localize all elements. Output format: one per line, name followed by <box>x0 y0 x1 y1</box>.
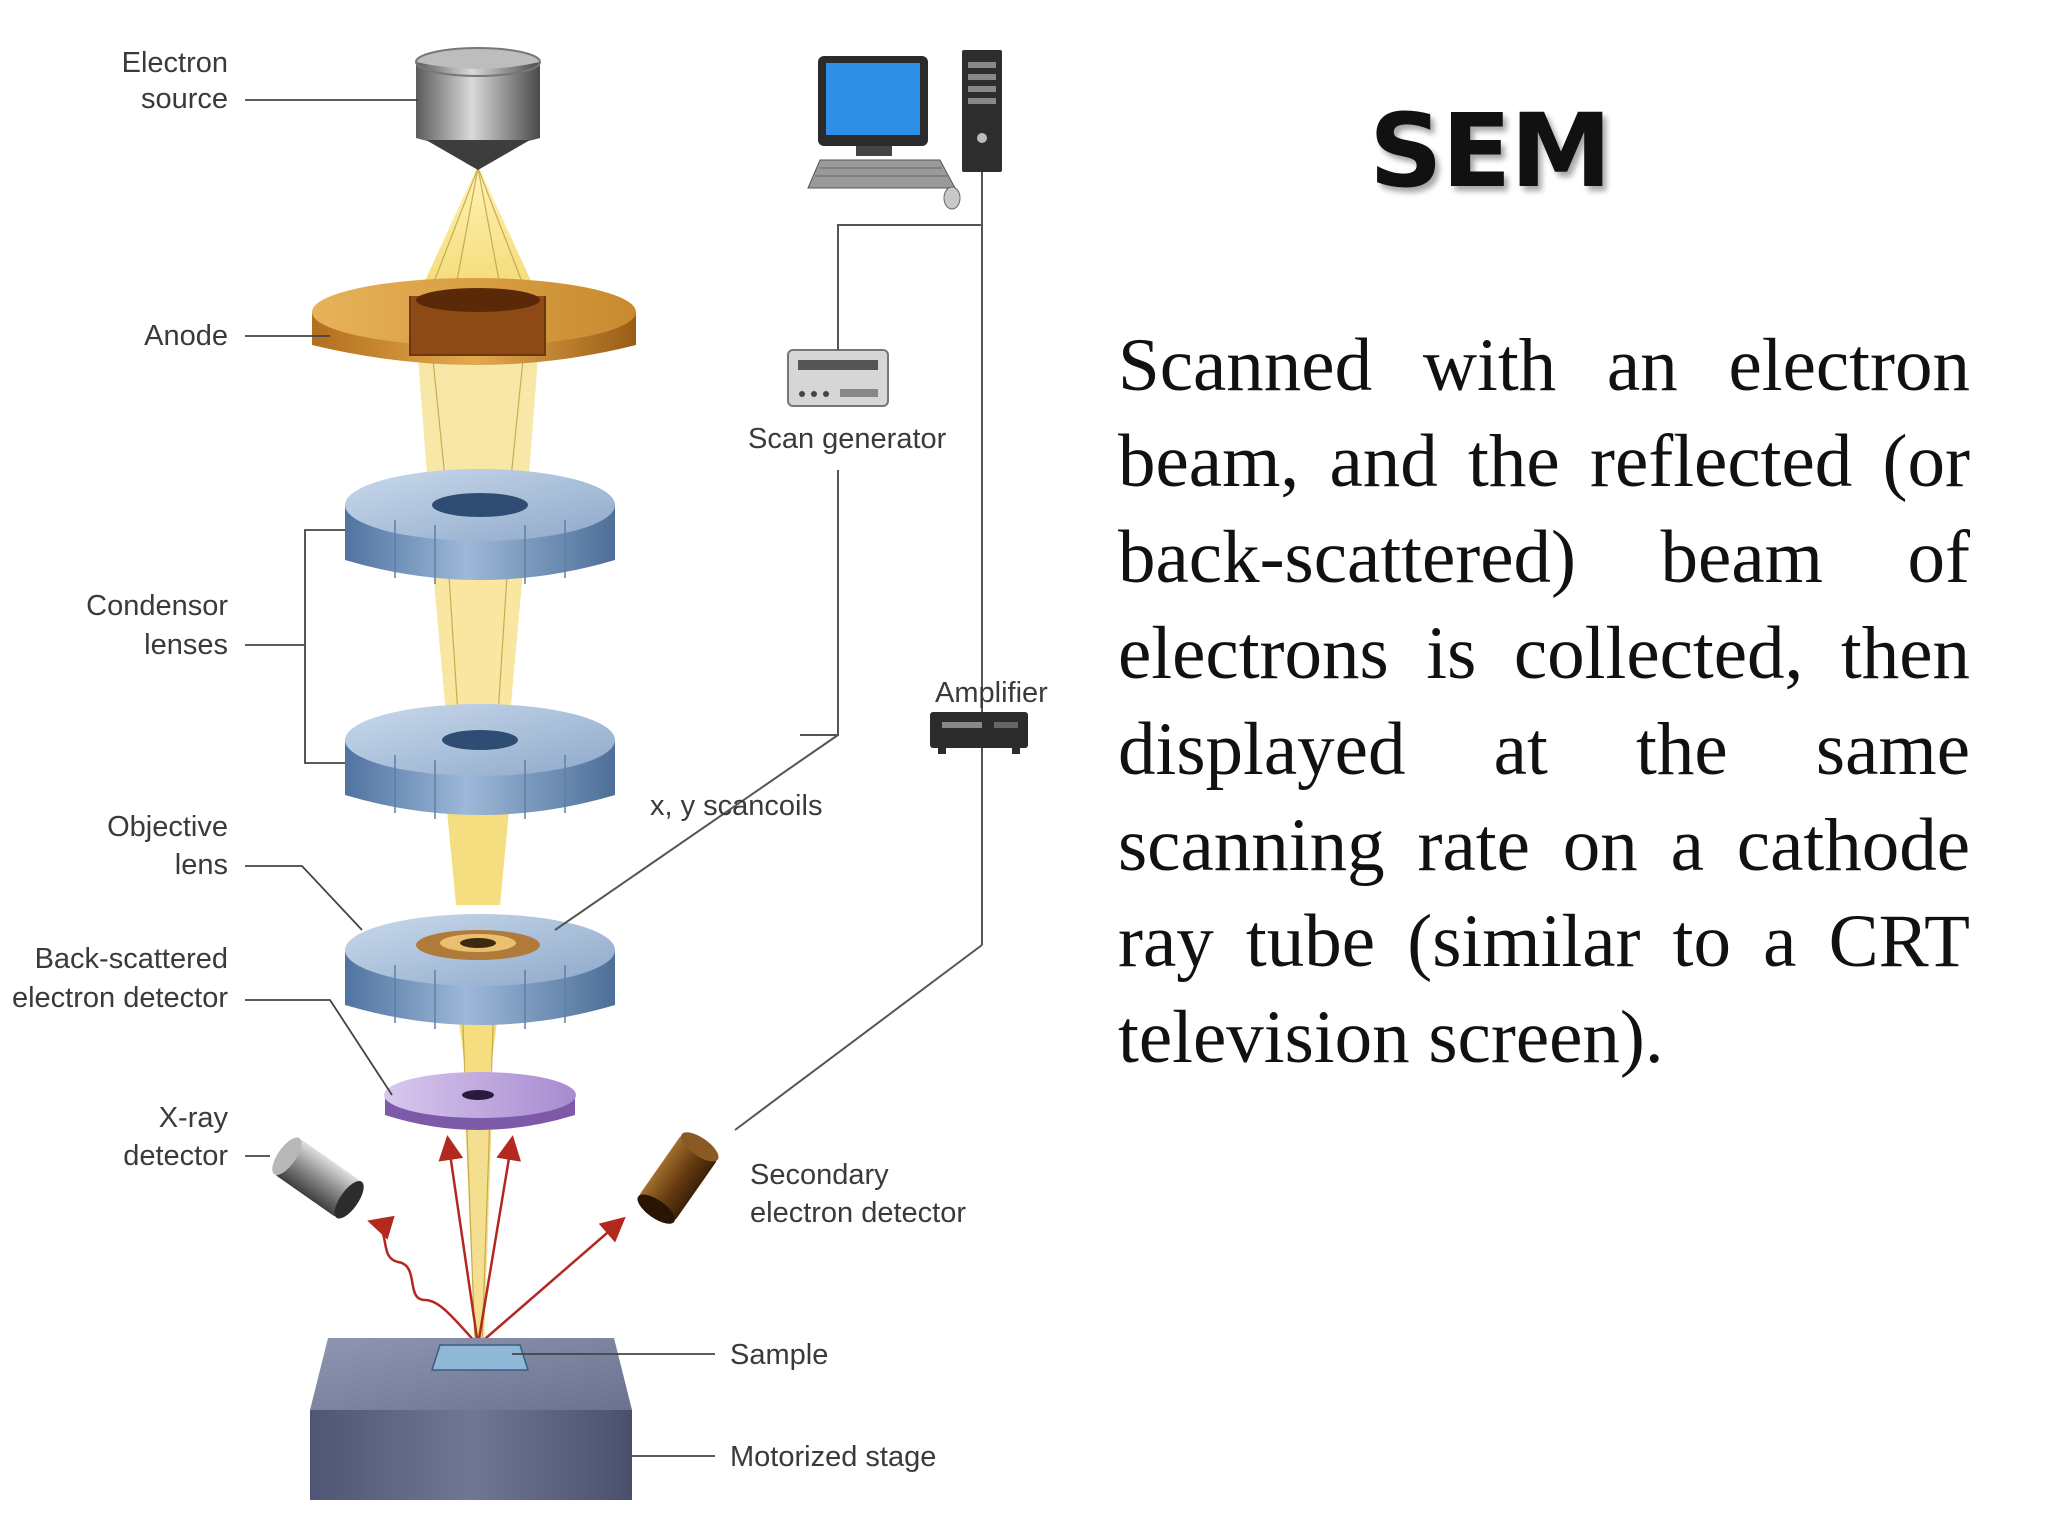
label-amplifier: Amplifier <box>935 677 1048 709</box>
label-motorized-stage: Motorized stage <box>730 1441 936 1473</box>
electron-source-icon <box>415 47 541 170</box>
xray-detector-icon <box>272 1137 364 1219</box>
label-objective-2: lens <box>175 849 228 881</box>
motorized-stage-icon <box>310 1338 632 1500</box>
sample-icon <box>430 1344 530 1371</box>
scan-generator-icon <box>787 349 889 407</box>
condenser-lens-lower-icon <box>345 704 615 819</box>
slide-description: Scanned with an electron beam, and the r… <box>1118 324 1970 1079</box>
backscatter-detector-icon <box>384 1072 576 1130</box>
computer-icon <box>807 50 1002 210</box>
label-backscatter-2: electron detector <box>12 982 228 1014</box>
signal-wires <box>554 172 983 1131</box>
label-xray-2: detector <box>123 1140 228 1172</box>
label-sample: Sample <box>730 1339 828 1371</box>
label-electron-source-2: source <box>141 83 228 115</box>
scancoils-icon <box>416 930 540 960</box>
label-condensor-1: Condensor <box>86 590 228 622</box>
label-secondary-2: electron detector <box>750 1197 966 1229</box>
label-scan-generator: Scan generator <box>748 423 947 455</box>
label-condensor-2: lenses <box>144 629 228 661</box>
leader-lines <box>245 99 715 1457</box>
label-secondary-1: Secondary <box>750 1159 889 1191</box>
diagram-labels: Electron source Anode Condensor lenses O… <box>12 47 1048 1473</box>
label-anode: Anode <box>144 320 228 352</box>
label-electron-source-1: Electron <box>122 47 228 79</box>
label-xray-1: X-ray <box>159 1102 229 1134</box>
condenser-lens-upper-icon <box>345 469 615 584</box>
anode-icon <box>312 278 636 365</box>
emitted-rays <box>367 1135 626 1346</box>
label-backscatter-1: Back-scattered <box>35 943 228 975</box>
label-objective-1: Objective <box>107 811 228 843</box>
slide-title: SEM <box>1369 92 1612 211</box>
label-scancoils: x, y scancoils <box>650 790 822 822</box>
secondary-detector-icon <box>637 1132 719 1224</box>
amplifier-icon <box>930 712 1028 754</box>
